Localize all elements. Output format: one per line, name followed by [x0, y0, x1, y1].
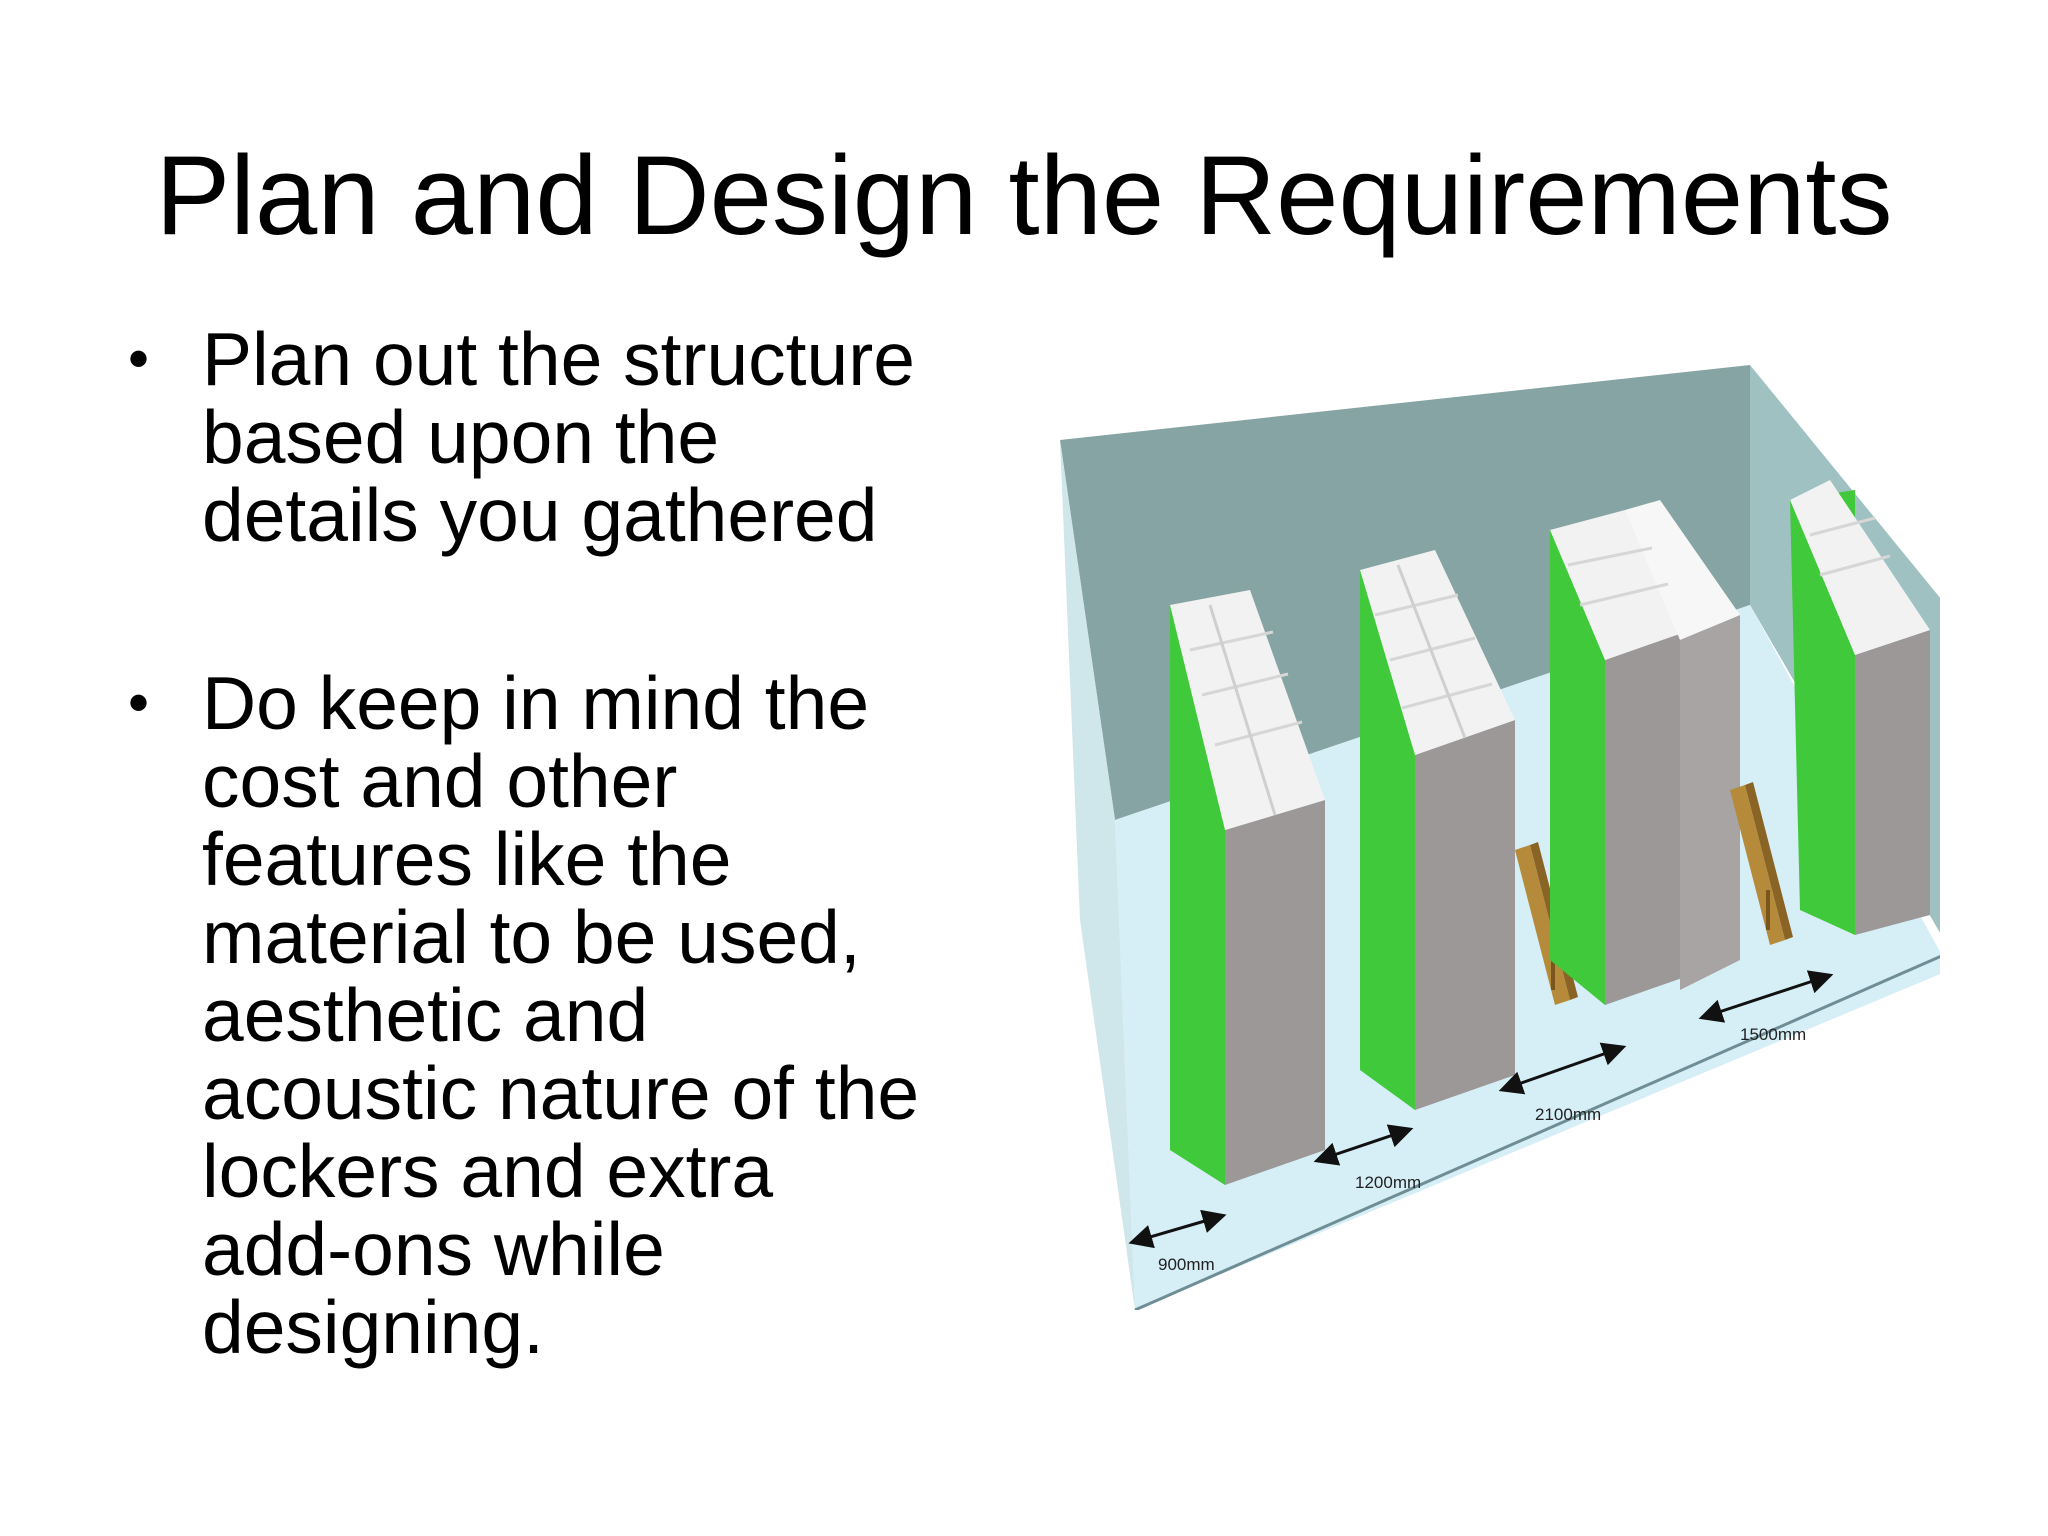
bullet-text-line: Plan out the structure	[202, 317, 915, 401]
bullet-text-line: cost and other	[202, 739, 678, 823]
locker-bank	[1550, 500, 1740, 1005]
bullet-text-line: acoustic nature of the	[202, 1051, 920, 1135]
bullet-marker: •	[128, 325, 150, 392]
locker-bank	[1790, 480, 1930, 935]
locker-bank-top	[1360, 550, 1515, 755]
dimension-label: 2100mm	[1535, 1105, 1601, 1124]
dimension-label: 1200mm	[1355, 1173, 1421, 1192]
locker-bank-doors	[1550, 525, 1605, 1005]
locker-bank-top	[1170, 590, 1325, 830]
dimension-1500mm: 1500mm	[1698, 970, 1834, 1044]
dimension-label: 900mm	[1158, 1255, 1215, 1274]
bullet-text-line: add-ons while	[202, 1207, 665, 1291]
locker-room-illustration: 900mm 1200mm 2100mm 1500mm	[1060, 365, 1940, 1310]
bullet-text-line: material to be used,	[202, 895, 861, 979]
bullet-text-line: aesthetic and	[202, 973, 649, 1057]
dimension-label: 1500mm	[1740, 1025, 1806, 1044]
dimension-1200mm: 1200mm	[1313, 1124, 1421, 1192]
bullet-text-line: details you gathered	[202, 473, 878, 557]
bullet-marker: •	[128, 669, 150, 736]
locker-bank-side	[1225, 800, 1325, 1185]
bullet-text-line: lockers and extra	[202, 1129, 774, 1213]
bullet-list: • Plan out the structure based upon the …	[128, 320, 1008, 1366]
left-wall	[1060, 440, 1135, 1310]
locker-bank-side	[1680, 615, 1740, 990]
locker-bank-top	[1550, 510, 1705, 660]
locker-room-diagram: 900mm 1200mm 2100mm 1500mm	[1040, 350, 1940, 1310]
bullet-text-line: designing.	[202, 1285, 544, 1369]
bullet-item: • Do keep in mind the cost and other fea…	[128, 664, 1008, 1366]
dimension-2100mm: 2100mm	[1498, 1042, 1627, 1124]
locker-bank	[1170, 590, 1325, 1185]
locker-bank	[1360, 550, 1515, 1110]
locker-bank-top	[1790, 480, 1930, 655]
dimension-900mm: 900mm	[1128, 1209, 1227, 1274]
bullet-text-line: features like the	[202, 817, 732, 901]
locker-bank-top	[1625, 500, 1740, 640]
bullet-text-line: Do keep in mind the	[202, 661, 870, 745]
bullet-text-line: based upon the	[202, 395, 720, 479]
locker-bank-side	[1415, 720, 1515, 1110]
bench	[1730, 782, 1793, 945]
bullet-item: • Plan out the structure based upon the …	[128, 320, 1008, 554]
locker-bank-side	[1855, 630, 1930, 935]
slide-title: Plan and Design the Requirements	[155, 133, 1893, 258]
